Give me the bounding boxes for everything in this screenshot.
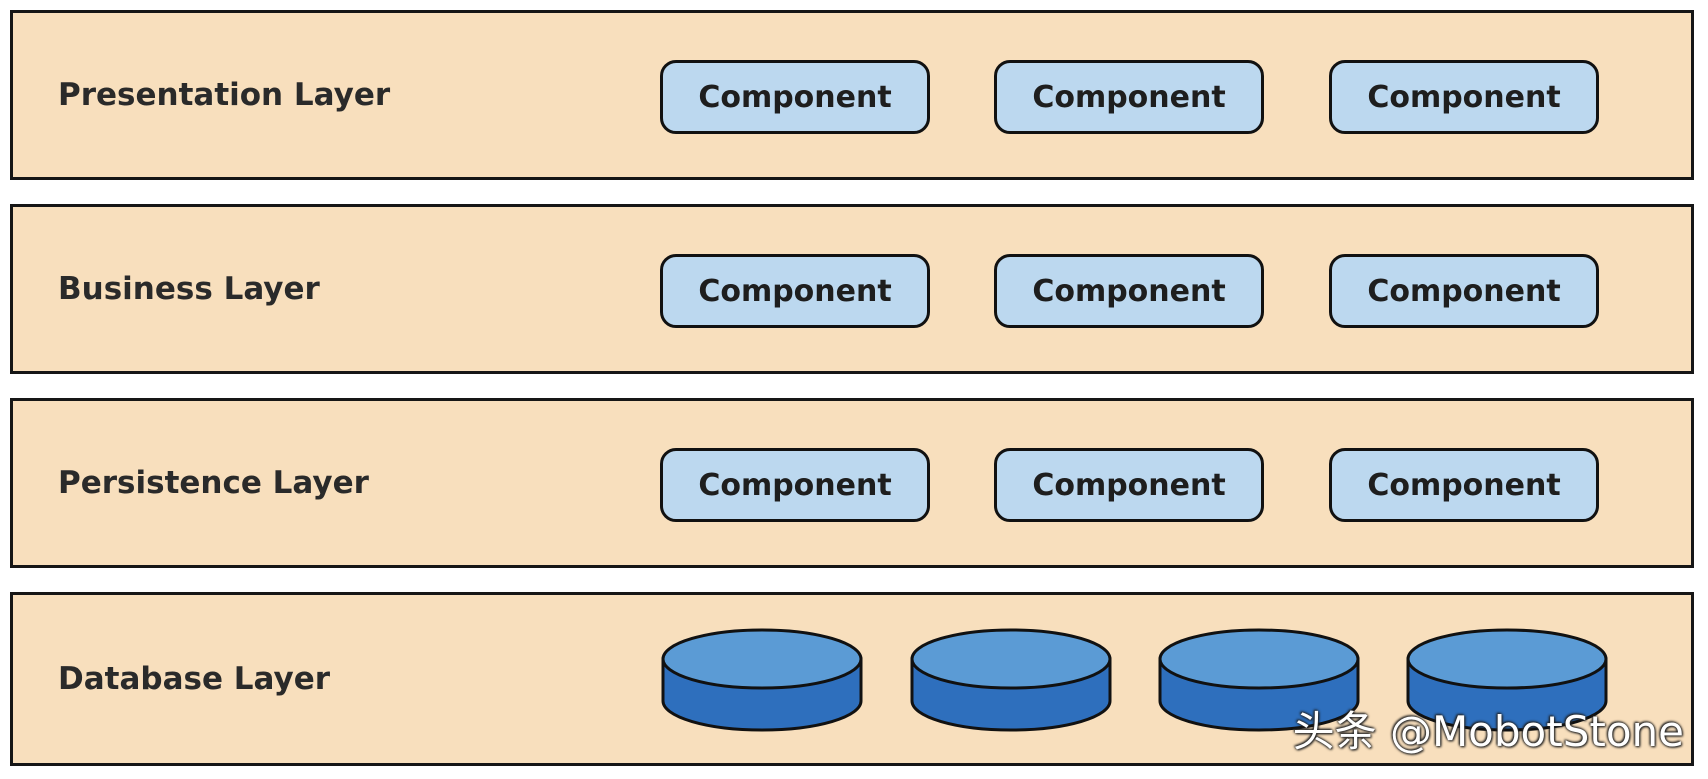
- component-box: Component: [994, 60, 1264, 134]
- database-icon: [910, 628, 1112, 732]
- business-layer: Business Layer Component Component Compo…: [10, 204, 1694, 374]
- presentation-layer: Presentation Layer Component Component C…: [10, 10, 1694, 180]
- layer-label: Persistence Layer: [58, 465, 369, 501]
- watermark: 头条 @MobotStone: [1292, 707, 1684, 756]
- persistence-layer: Persistence Layer Component Component Co…: [10, 398, 1694, 568]
- component-box: Component: [660, 60, 930, 134]
- database-icon: [1158, 628, 1360, 732]
- component-box: Component: [1329, 448, 1599, 522]
- database-icon: [661, 628, 863, 732]
- component-box: Component: [660, 448, 930, 522]
- component-box: Component: [994, 254, 1264, 328]
- component-box: Component: [994, 448, 1264, 522]
- component-box: Component: [660, 254, 930, 328]
- component-box: Component: [1329, 254, 1599, 328]
- database-icon: [1406, 628, 1608, 732]
- layer-label: Database Layer: [58, 661, 331, 697]
- layer-label: Presentation Layer: [58, 77, 391, 113]
- component-box: Component: [1329, 60, 1599, 134]
- database-layer: Database Layer: [10, 592, 1694, 766]
- layer-label: Business Layer: [58, 271, 320, 307]
